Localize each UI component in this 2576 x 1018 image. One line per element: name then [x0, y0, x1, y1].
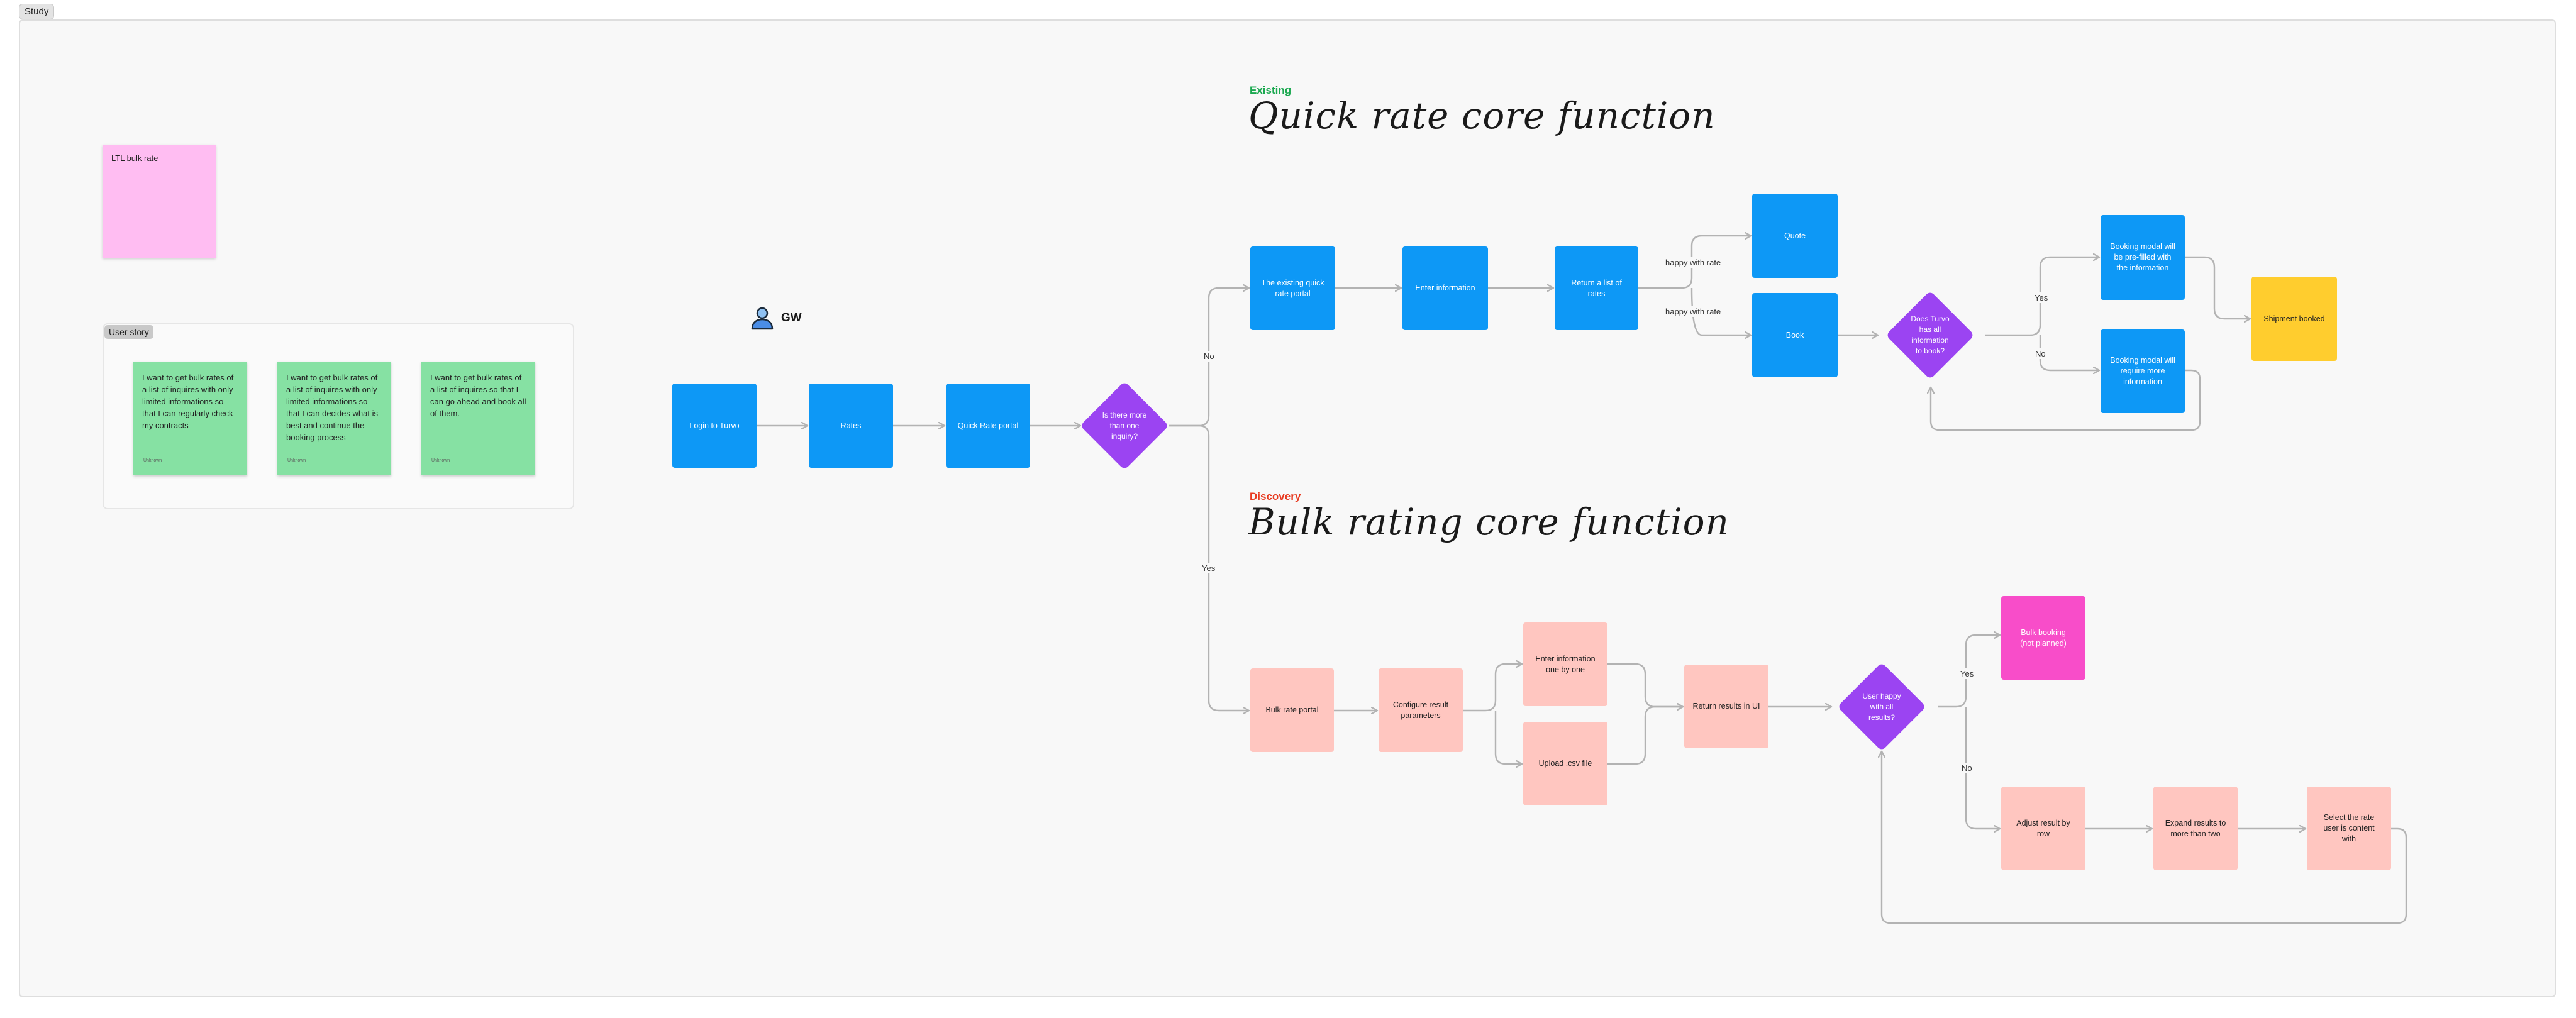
persona[interactable]: GW — [750, 306, 802, 331]
edge-label-happy-with-rate: happy with rate — [1663, 306, 1723, 317]
discovery-section-tag: Discovery — [1250, 490, 1301, 502]
edge-label-no: No — [2033, 348, 2048, 359]
person-icon — [751, 307, 774, 330]
select-rate-node[interactable]: Select the rate user is content with — [2307, 787, 2391, 870]
edge — [1494, 711, 1522, 764]
user-story-sticky[interactable]: I want to get bulk rates of a list of in… — [421, 362, 535, 475]
login-node[interactable]: Login to Turvo — [672, 384, 757, 468]
sticky-text: I want to get bulk rates of a list of in… — [142, 373, 234, 430]
existing-section-title: Quick rate core function — [1248, 94, 1716, 137]
configure-parameters-node[interactable]: Configure result parameters — [1379, 668, 1463, 752]
sticky-text: LTL bulk rate — [111, 153, 158, 163]
edge — [1690, 287, 1751, 335]
booking-modal-prefilled-node[interactable]: Booking modal will be pre-filled with th… — [2101, 215, 2185, 300]
booking-modal-more-info-node[interactable]: Booking modal will require more informat… — [2101, 329, 2185, 413]
sticky-signature: Unknown — [431, 458, 450, 463]
rates-node[interactable]: Rates — [809, 384, 893, 468]
edge-label-no: No — [1960, 763, 1974, 773]
sticky-text: I want to get bulk rates of a list of in… — [430, 373, 526, 418]
decision-has-information[interactable]: Does Turvo has all information to book? — [1885, 290, 1975, 380]
edge — [1607, 663, 1683, 707]
quote-node[interactable]: Quote — [1752, 194, 1838, 278]
upload-csv-node[interactable]: Upload .csv file — [1523, 722, 1607, 805]
frame-label[interactable]: Study — [19, 4, 55, 19]
return-list-node[interactable]: Return a list of rates — [1555, 246, 1638, 330]
quick-rate-portal-node[interactable]: Quick Rate portal — [946, 384, 1030, 468]
persona-name: GW — [781, 311, 802, 324]
edge-label-yes: Yes — [2033, 292, 2050, 303]
edge — [1931, 369, 2201, 431]
user-story-sticky[interactable]: I want to get bulk rates of a list of in… — [133, 362, 247, 475]
sticky-signature: Unknown — [287, 458, 306, 463]
existing-section-tag: Existing — [1250, 84, 1292, 96]
sticky-signature: Unknown — [143, 458, 162, 463]
decision-user-happy[interactable]: User happy with all results? — [1837, 662, 1926, 751]
decision-multiple-inquiry[interactable]: Is there more than one inquiry? — [1080, 381, 1169, 470]
return-results-ui-node[interactable]: Return results in UI — [1684, 665, 1768, 748]
edge-label-happy-with-rate: happy with rate — [1663, 257, 1723, 268]
enter-one-by-one-node[interactable]: Enter information one by one — [1523, 622, 1607, 706]
edge-label-yes: Yes — [1200, 563, 1218, 573]
adjust-by-row-node[interactable]: Adjust result by row — [2001, 787, 2085, 870]
decision-text: Does Turvo has all information to book? — [1911, 314, 1950, 355]
existing-portal-node[interactable]: The existing quick rate portal — [1250, 246, 1335, 330]
edge — [1607, 707, 1683, 765]
enter-information-node[interactable]: Enter information — [1402, 246, 1488, 330]
book-node[interactable]: Book — [1752, 293, 1838, 377]
decision-text: Is there more than one inquiry? — [1102, 410, 1147, 441]
ltl-bulk-rate-sticky[interactable]: LTL bulk rate — [103, 145, 216, 258]
decision-text: User happy with all results? — [1862, 691, 1901, 722]
edge — [2039, 335, 2099, 370]
edge — [2185, 256, 2250, 319]
edge — [1882, 751, 2407, 924]
bulk-rate-portal-node[interactable]: Bulk rate portal — [1250, 668, 1334, 752]
edge-label-yes: Yes — [1958, 668, 1976, 679]
sticky-text: I want to get bulk rates of a list of in… — [286, 373, 378, 442]
user-story-sticky[interactable]: I want to get bulk rates of a list of in… — [277, 362, 391, 475]
edge-label-no: No — [1202, 351, 1216, 362]
edge — [1463, 664, 1522, 712]
user-story-label: User story — [104, 325, 153, 339]
shipment-booked-node[interactable]: Shipment booked — [2251, 277, 2337, 361]
discovery-section-title: Bulk rating core function — [1248, 501, 1729, 543]
expand-results-node[interactable]: Expand results to more than two — [2153, 787, 2238, 870]
bulk-booking-node[interactable]: Bulk booking (not planned) — [2001, 596, 2085, 680]
edge — [1965, 707, 2000, 829]
